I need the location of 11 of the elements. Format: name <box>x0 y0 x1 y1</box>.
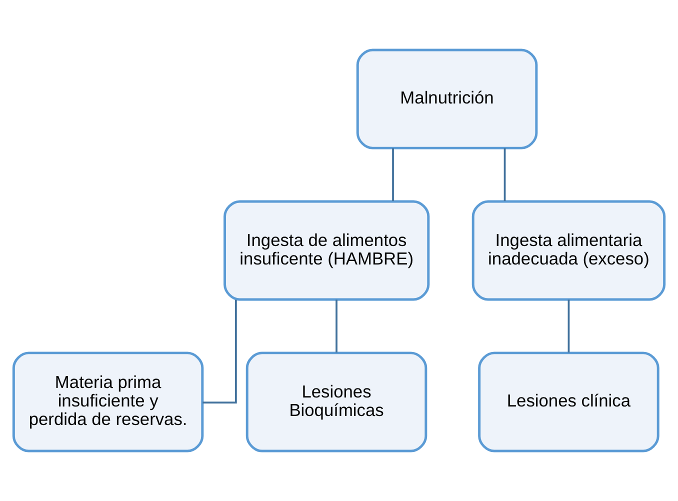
node-box: Ingesta alimentaria inadecuada (exceso) <box>472 200 666 301</box>
node-box: Ingesta de alimentos insuficente (HAMBRE) <box>224 200 430 301</box>
node-box: Lesiones clínica <box>478 352 660 452</box>
node-box: Malnutrición <box>356 48 538 150</box>
node-box: Materia prima insuficiente y perdida de reservas. <box>12 352 204 452</box>
node-box: Lesiones Bioquímicas <box>246 352 428 452</box>
connector <box>202 300 237 404</box>
connector <box>504 148 506 202</box>
connector <box>336 300 338 353</box>
connector <box>392 148 394 202</box>
connector <box>568 300 570 353</box>
